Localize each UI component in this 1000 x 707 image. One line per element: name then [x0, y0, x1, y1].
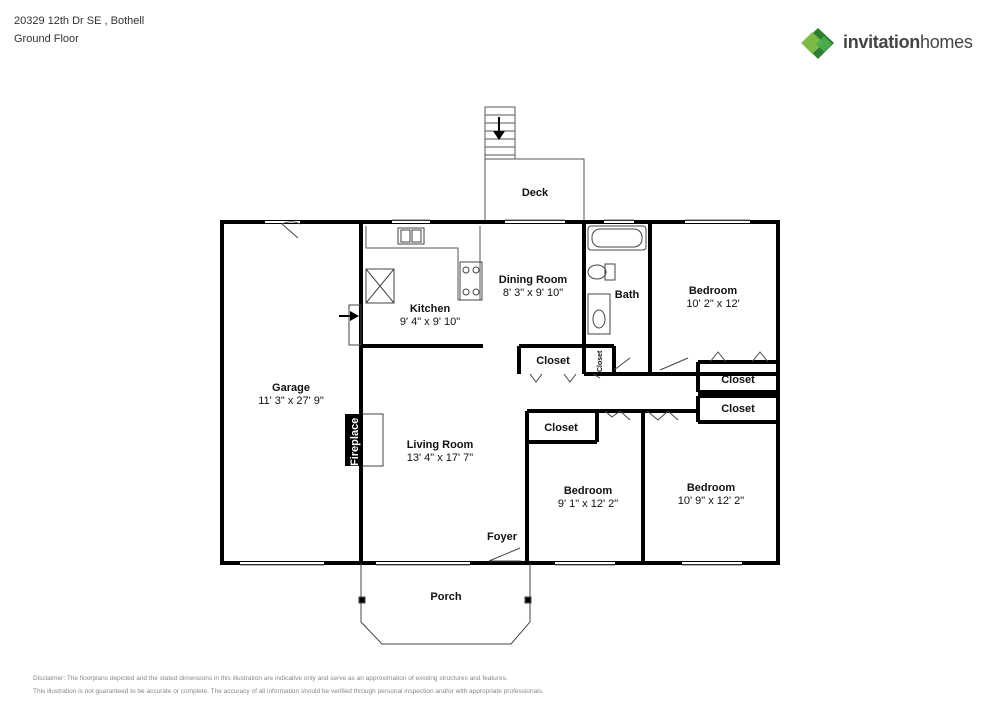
kitchen-label: Kitchen [410, 303, 451, 315]
porch-label: Porch [430, 591, 461, 603]
kitchen-counter [365, 226, 481, 301]
fireplace-label: Fireplace [349, 418, 361, 466]
deck-outline [484, 158, 585, 222]
bath-label: Bath [615, 289, 640, 301]
bedroom-3-closet-label: Closet [721, 403, 755, 415]
porch-outline [358, 563, 532, 645]
garage-label: Garage [272, 382, 310, 394]
brand-name: invitationhomes [843, 32, 973, 53]
bedroom-1-dim: 10' 2" x 12' [686, 298, 739, 310]
brand-name-bold: invitation [843, 32, 920, 52]
refrigerator-icon [365, 268, 395, 304]
living-room-dim: 13' 4" x 17' 7" [407, 452, 474, 464]
toilet-icon [587, 263, 616, 281]
dining-room-dim: 8' 3" x 9' 10" [503, 287, 563, 299]
door-swings [281, 221, 769, 562]
fireplace-box [345, 413, 384, 467]
floor-label: Ground Floor [14, 33, 79, 45]
bedroom-1-closet-label: Closet [721, 374, 755, 386]
hall-closet-label: Closet [536, 355, 570, 367]
kitchen-dim: 9' 4" x 9' 10" [400, 316, 460, 328]
bedroom-1-label: Bedroom [689, 285, 738, 297]
disclaimer-line-2: This illustration is not guaranteed to b… [33, 688, 544, 695]
brand-name-light: homes [920, 32, 973, 52]
bedroom-2-label: Bedroom [564, 485, 613, 497]
interior-walls [359, 222, 778, 563]
sink-icon [587, 293, 611, 335]
disclaimer-line-1: Disclaimer: The floorplans depicted and … [33, 675, 508, 682]
address-text: 20329 12th Dr SE , Bothell [14, 15, 145, 27]
stove-icon [459, 261, 483, 301]
invitation-homes-logo-icon [801, 28, 834, 59]
foyer-label: Foyer [487, 531, 518, 543]
stairs-arrow-icon [493, 117, 505, 140]
bedroom-2-closet-label: Closet [544, 422, 578, 434]
small-closet-label: Closet [597, 350, 604, 372]
windows [240, 221, 750, 564]
bedroom-3-dim: 10' 9" x 12' 2" [678, 495, 745, 507]
bathtub-icon [587, 225, 647, 251]
window-lines [240, 219, 750, 566]
bedroom-3-label: Bedroom [687, 482, 736, 494]
dining-room-label: Dining Room [499, 274, 568, 286]
garage-dim: 11' 3" x 27' 9" [258, 395, 324, 407]
kitchen-sink-icon [397, 227, 425, 245]
deck-label: Deck [522, 187, 549, 199]
bedroom-2-dim: 9' 1" x 12' 2" [558, 498, 618, 510]
living-room-label: Living Room [407, 439, 474, 451]
entry-arrow-icon [339, 304, 362, 346]
